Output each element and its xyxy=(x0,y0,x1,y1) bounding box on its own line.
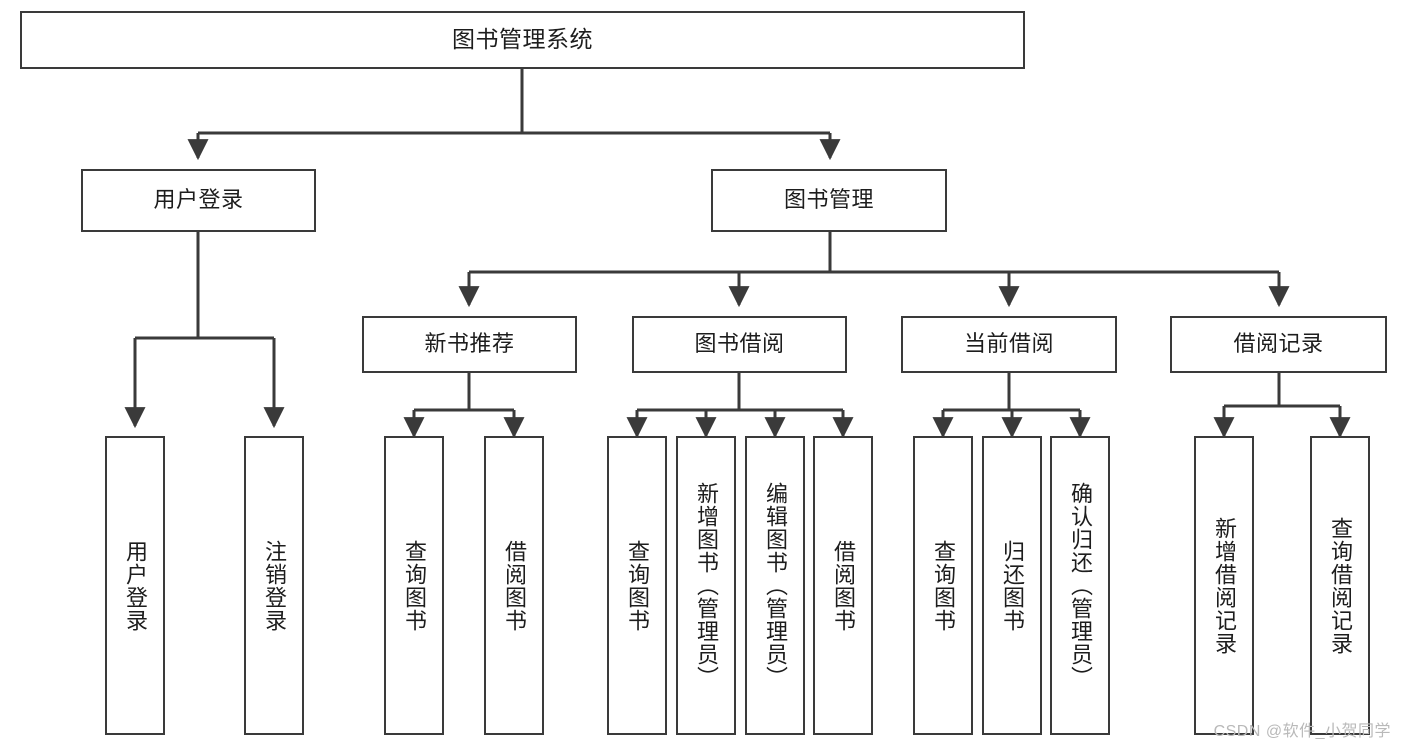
node-current-borrow[interactable]: 当前借阅 xyxy=(901,316,1117,373)
node-user-login-label: 用户登录 xyxy=(153,187,244,213)
node-leaf-add-book[interactable]: 新增图书（管理员） xyxy=(676,436,736,735)
node-leaf-return-book[interactable]: 归还图书 xyxy=(982,436,1042,735)
node-leaf-query-book-2[interactable]: 查询图书 xyxy=(607,436,667,735)
node-leaf-add-book-label: 新增图书（管理员） xyxy=(693,482,719,689)
node-borrow-record-label: 借阅记录 xyxy=(1233,331,1324,357)
node-leaf-user-login-label: 用户登录 xyxy=(122,539,148,632)
node-root[interactable]: 图书管理系统 xyxy=(20,11,1025,69)
node-leaf-return-book-label: 归还图书 xyxy=(999,539,1025,632)
node-leaf-query-book-3[interactable]: 查询图书 xyxy=(913,436,973,735)
node-leaf-query-record-label: 查询借阅记录 xyxy=(1327,516,1353,655)
node-new-book-rec[interactable]: 新书推荐 xyxy=(362,316,577,373)
node-leaf-user-login[interactable]: 用户登录 xyxy=(105,436,165,735)
node-leaf-borrow-book-1-label: 借阅图书 xyxy=(501,539,527,632)
watermark: CSDN @软件_小贺同学 xyxy=(1213,723,1391,740)
node-new-book-rec-label: 新书推荐 xyxy=(424,331,515,357)
node-leaf-query-book-2-label: 查询图书 xyxy=(624,539,650,632)
node-book-manage-label: 图书管理 xyxy=(783,187,874,213)
node-leaf-borrow-book-2-label: 借阅图书 xyxy=(830,539,856,632)
node-leaf-logout[interactable]: 注销登录 xyxy=(244,436,304,735)
node-leaf-borrow-book-1[interactable]: 借阅图书 xyxy=(484,436,544,735)
node-root-label: 图书管理系统 xyxy=(452,26,593,53)
node-leaf-edit-book-label: 编辑图书（管理员） xyxy=(762,482,788,689)
node-book-borrow[interactable]: 图书借阅 xyxy=(632,316,847,373)
node-borrow-record[interactable]: 借阅记录 xyxy=(1170,316,1387,373)
node-leaf-borrow-book-2[interactable]: 借阅图书 xyxy=(813,436,873,735)
node-leaf-confirm-return[interactable]: 确认归还（管理员） xyxy=(1050,436,1110,735)
node-book-manage[interactable]: 图书管理 xyxy=(711,169,947,232)
node-leaf-edit-book[interactable]: 编辑图书（管理员） xyxy=(745,436,805,735)
node-book-borrow-label: 图书借阅 xyxy=(694,331,785,357)
node-leaf-add-record-label: 新增借阅记录 xyxy=(1211,516,1237,655)
node-leaf-query-book-1-label: 查询图书 xyxy=(401,539,427,632)
node-leaf-query-record[interactable]: 查询借阅记录 xyxy=(1310,436,1370,735)
node-leaf-query-book-1[interactable]: 查询图书 xyxy=(384,436,444,735)
node-leaf-confirm-return-label: 确认归还（管理员） xyxy=(1067,482,1093,689)
node-user-login[interactable]: 用户登录 xyxy=(81,169,316,232)
node-current-borrow-label: 当前借阅 xyxy=(963,331,1054,357)
node-leaf-query-book-3-label: 查询图书 xyxy=(930,539,956,632)
node-leaf-logout-label: 注销登录 xyxy=(261,539,287,632)
node-leaf-add-record[interactable]: 新增借阅记录 xyxy=(1194,436,1254,735)
